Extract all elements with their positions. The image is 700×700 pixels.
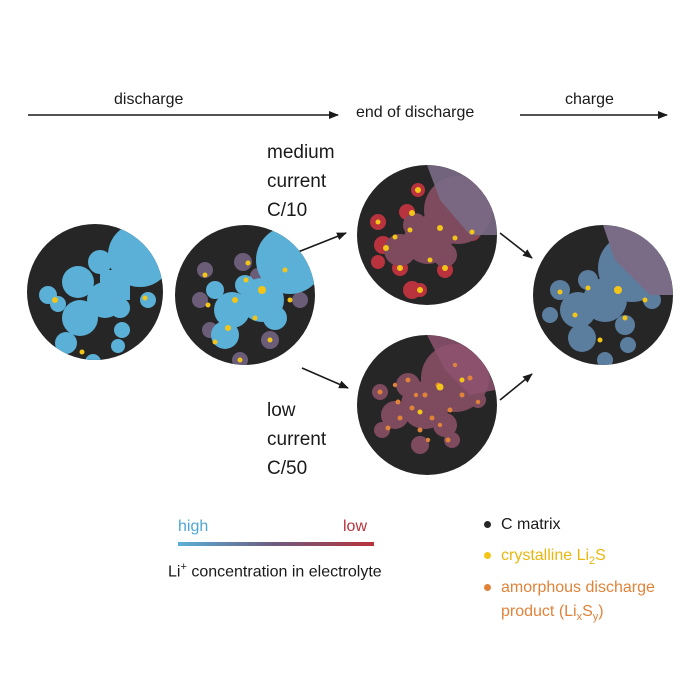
medium-current-rate: C/10: [267, 200, 308, 221]
low-current-line2: current: [267, 429, 327, 450]
medium-current-label: medium current C/10: [267, 138, 335, 225]
particle-end-low-current: [357, 335, 497, 475]
c-matrix-dot-icon: [484, 521, 491, 528]
particle-initial: [27, 224, 163, 360]
concentration-caption: Li+ concentration in electrolyte: [168, 561, 382, 581]
low-current-rate: C/50: [267, 458, 308, 479]
low-current-line1: low: [267, 400, 296, 421]
medium-current-line2: current: [267, 171, 327, 192]
legend-low-label: low: [343, 518, 368, 535]
particle-end-medium-current: [357, 165, 497, 305]
end-of-discharge-label: end of discharge: [356, 104, 475, 121]
medium-current-line1: medium: [267, 142, 335, 163]
arrow-to-medium: [297, 232, 347, 253]
arrow-low-to-charge: [499, 373, 533, 401]
arrow-to-low: [301, 367, 349, 389]
legend-high-label: high: [178, 518, 209, 535]
crystalline-dot-icon: [484, 552, 491, 559]
discharge-label: discharge: [114, 91, 184, 108]
concentration-gradient-bar: [178, 542, 374, 546]
particle-discharging: [175, 225, 315, 365]
charge-label: charge: [565, 91, 614, 108]
amorphous-dot-icon: [484, 584, 491, 591]
low-current-label: low current C/50: [267, 396, 326, 483]
arrow-medium-to-charge: [499, 232, 533, 259]
particle-charged: [533, 225, 673, 365]
